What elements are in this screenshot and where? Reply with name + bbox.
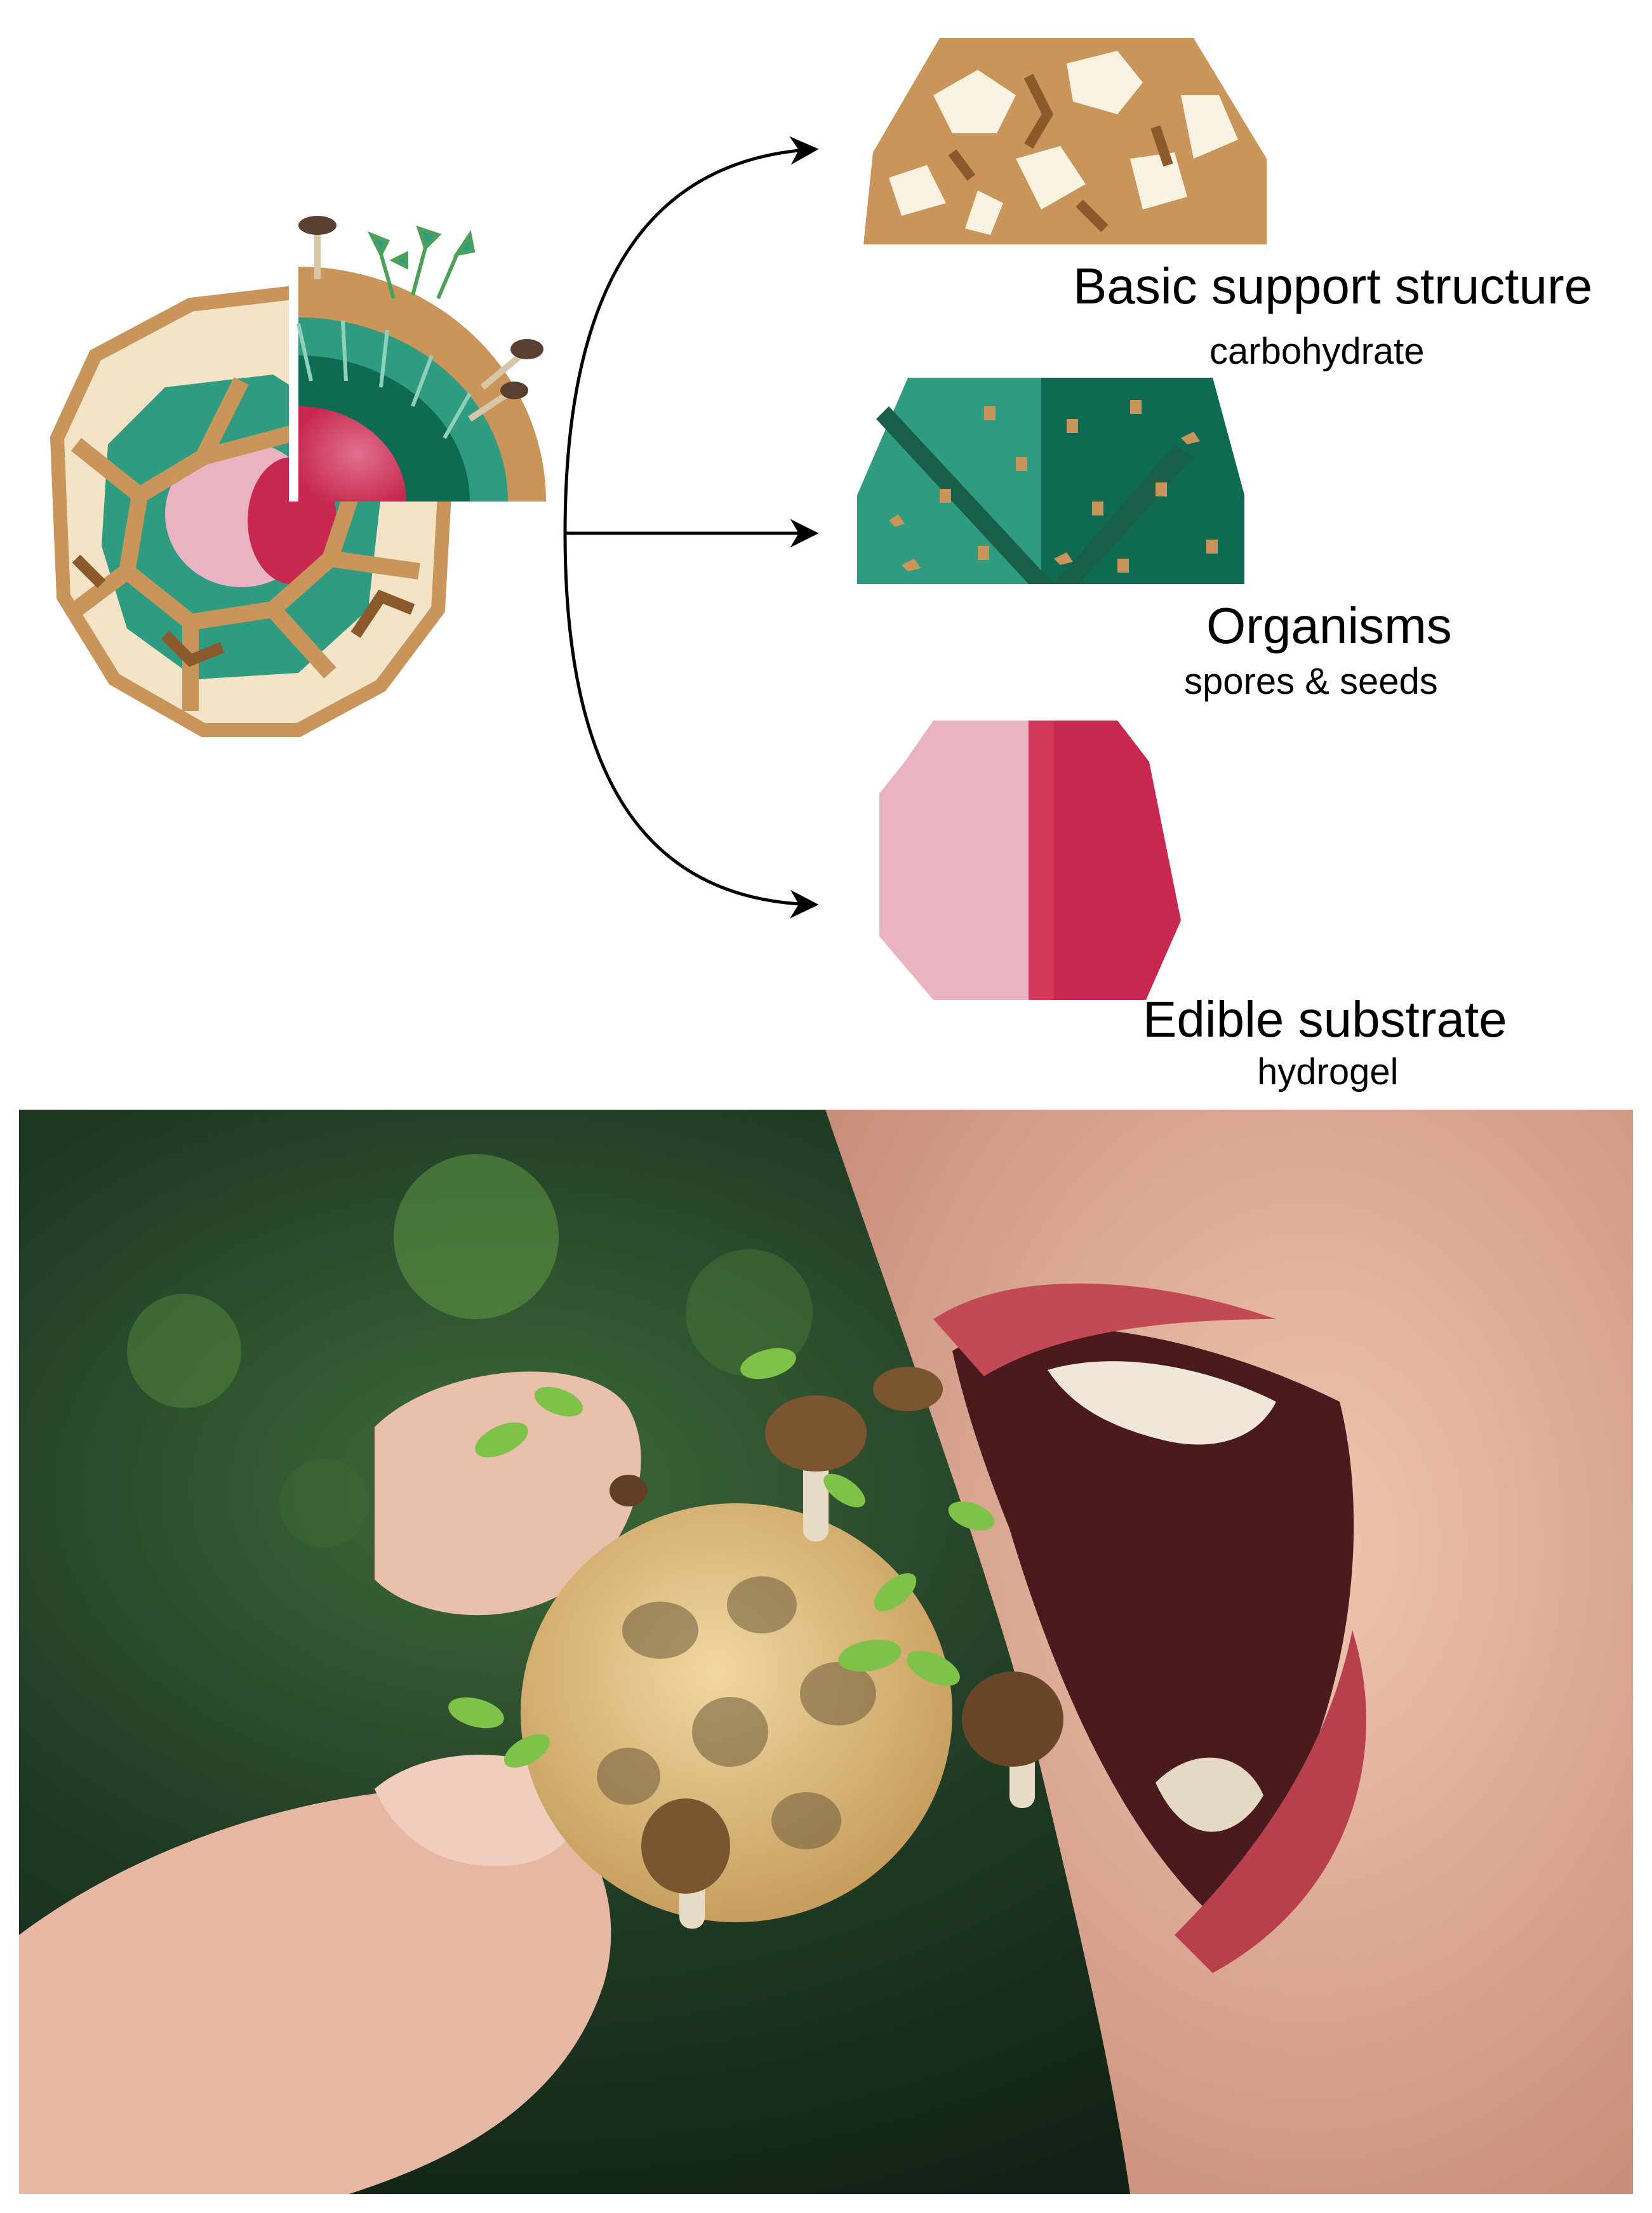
- support-structure-title: Basic support structure: [1073, 258, 1593, 314]
- face: [825, 1110, 1633, 2194]
- component-arrows: [563, 136, 819, 919]
- edible-growth-sphere: [448, 1348, 1063, 1929]
- organisms-swatch: [857, 378, 1244, 584]
- mushrooms: [610, 1367, 1063, 1929]
- support-structure-subtitle: carbohydrate: [1209, 331, 1425, 372]
- cress-sprouts: [448, 1348, 995, 1768]
- edible-substrate-swatch: [879, 721, 1181, 1000]
- support-structure-swatch: [863, 38, 1267, 244]
- mushroom-icons: [298, 216, 543, 422]
- component-diagram: [50, 38, 1267, 1000]
- edible-substrate-title: Edible substrate: [1143, 991, 1507, 1047]
- edible-growth-sphere-illustration: [50, 216, 556, 737]
- photo-person-eating-sphere: [19, 1110, 1633, 2194]
- organisms-subtitle: spores & seeds: [1184, 661, 1438, 702]
- edible-substrate-subtitle: hydrogel: [1257, 1051, 1399, 1093]
- hand: [19, 1371, 641, 2194]
- organisms-title: Organisms: [1206, 597, 1452, 654]
